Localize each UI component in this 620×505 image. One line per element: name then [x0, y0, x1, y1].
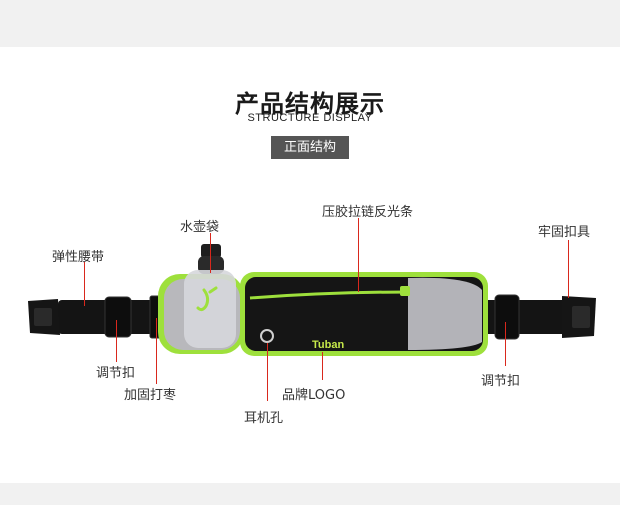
pointer-adjuster-left	[116, 320, 117, 362]
bottle-neck	[198, 256, 224, 274]
right-buckle-slot	[572, 306, 590, 328]
brand-logo-text: Tuban	[312, 339, 344, 351]
pointer-reflective-zipper	[358, 218, 359, 292]
bottle-body	[184, 270, 236, 348]
earphone-hole-ring	[260, 329, 274, 343]
label-adjuster-left: 调节扣	[96, 366, 136, 381]
pointer-adjuster-right	[505, 322, 506, 366]
page-title: 产品结构展示	[235, 90, 385, 118]
label-brand-logo: 品牌LOGO	[282, 388, 346, 403]
pointer-bottle-bag	[210, 233, 211, 273]
zipper-reflective-strip	[249, 290, 411, 300]
left-buckle-slot	[34, 308, 52, 326]
zipper-pull	[400, 286, 410, 296]
label-reflective-zipper: 压胶拉链反光条	[322, 205, 414, 220]
pointer-elastic-belt	[84, 262, 85, 306]
pointer-buckle	[568, 240, 569, 298]
mesh-pocket	[408, 277, 482, 350]
bottom-band	[0, 483, 620, 505]
right-adjuster	[494, 294, 520, 340]
pointer-bartack	[156, 318, 157, 384]
label-earphone-hole: 耳机孔	[244, 411, 284, 426]
pointer-brand-logo	[322, 352, 323, 380]
top-band	[0, 0, 620, 47]
left-adjuster	[104, 296, 132, 338]
page-subtitle: STRUCTURE DISPLAY	[247, 112, 373, 124]
label-elastic-belt: 弹性腰带	[52, 250, 105, 265]
bottle-cap	[201, 244, 221, 258]
label-buckle: 牢固扣具	[538, 225, 591, 240]
label-adjuster-right: 调节扣	[481, 374, 521, 389]
label-bartack: 加固打枣	[124, 388, 177, 403]
pointer-earphone-hole	[267, 343, 268, 401]
bottle-logo-mark	[196, 286, 218, 312]
section-badge: 正面结构	[271, 136, 349, 159]
label-bottle-bag: 水壶袋	[180, 220, 220, 235]
